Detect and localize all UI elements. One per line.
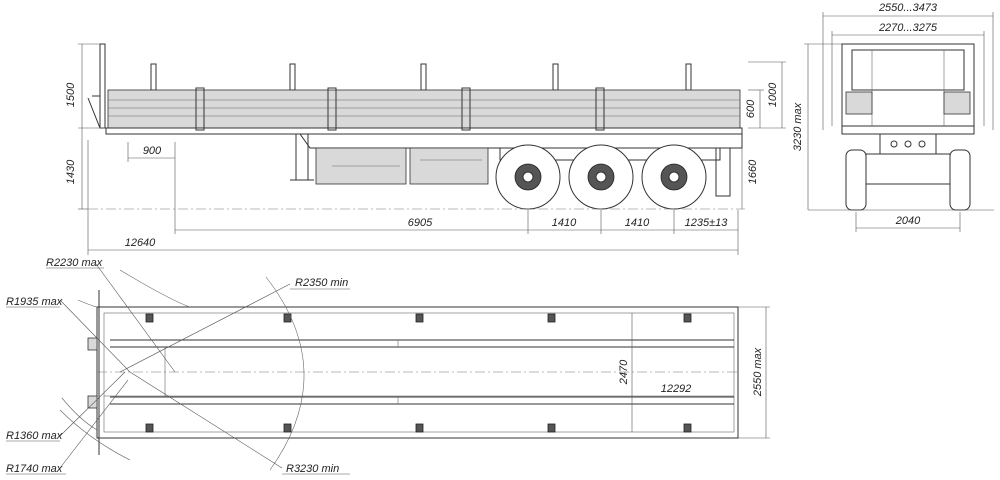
toolbox-right	[409, 147, 489, 185]
rear-bumper	[715, 148, 731, 197]
arc-r2350	[265, 276, 305, 471]
front-plate-bottom	[87, 395, 98, 409]
dim-900: 900	[143, 145, 162, 157]
platform-outline	[96, 306, 739, 439]
dim-2550-3473: 2550...3473	[878, 2, 938, 14]
rear-rack	[851, 49, 965, 91]
dim-1235: 1235±13	[685, 217, 729, 229]
side-wheels	[495, 144, 707, 210]
rear-view: 2550...3473 2270...3275 3230 max 2040	[792, 2, 994, 232]
landing-legs	[290, 134, 314, 181]
front-post	[99, 43, 106, 129]
arc-r2230	[119, 269, 191, 308]
dim-r1360: R1360 max	[6, 430, 63, 442]
dim-6905: 6905	[408, 217, 433, 229]
front-bracket	[87, 95, 101, 129]
dim-12292: 12292	[661, 383, 692, 395]
stakes	[150, 63, 692, 91]
rear-wheel-left	[845, 149, 867, 211]
rear-axle-assembly	[865, 153, 951, 185]
dim-2550-max: 2550 max	[752, 347, 764, 397]
dim-2040: 2040	[895, 215, 921, 227]
dim-2270-3275: 2270...3275	[878, 22, 938, 34]
front-plate-top	[87, 337, 98, 351]
rear-board-right	[943, 91, 971, 115]
dim-600: 600	[745, 99, 757, 118]
stake-pockets	[145, 313, 692, 433]
gooseneck-frame	[180, 133, 743, 149]
dim-3230-max: 3230 max	[792, 102, 804, 151]
dim-1000: 1000	[767, 82, 779, 107]
side-boards	[107, 89, 741, 129]
dim-r1935: R1935 max	[6, 296, 63, 308]
rear-board-left	[845, 91, 873, 115]
top-view: R2230 max R1935 max R2350 min R1360 max …	[6, 257, 770, 475]
dim-1660: 1660	[747, 159, 759, 184]
dim-1500: 1500	[65, 82, 77, 107]
rear-wheel-right	[949, 149, 971, 211]
arc-r1740	[59, 409, 131, 461]
dim-r2350: R2350 min	[295, 277, 348, 289]
side-view: 1500 1430 900 600 1000 1660 6905 1410 14…	[65, 43, 786, 255]
dim-2470: 2470	[618, 359, 630, 385]
dim-12640: 12640	[125, 237, 156, 249]
dim-r1740: R1740 max	[6, 463, 63, 475]
board-ribs	[108, 87, 740, 131]
dim-1410-a: 1410	[552, 217, 577, 229]
dim-r2230: R2230 max	[46, 257, 103, 269]
dim-r3230: R3230 min	[286, 463, 339, 475]
dim-1410-b: 1410	[625, 217, 650, 229]
dim-1430: 1430	[65, 159, 77, 184]
rear-deck	[841, 125, 975, 135]
deck-frame	[105, 127, 743, 135]
